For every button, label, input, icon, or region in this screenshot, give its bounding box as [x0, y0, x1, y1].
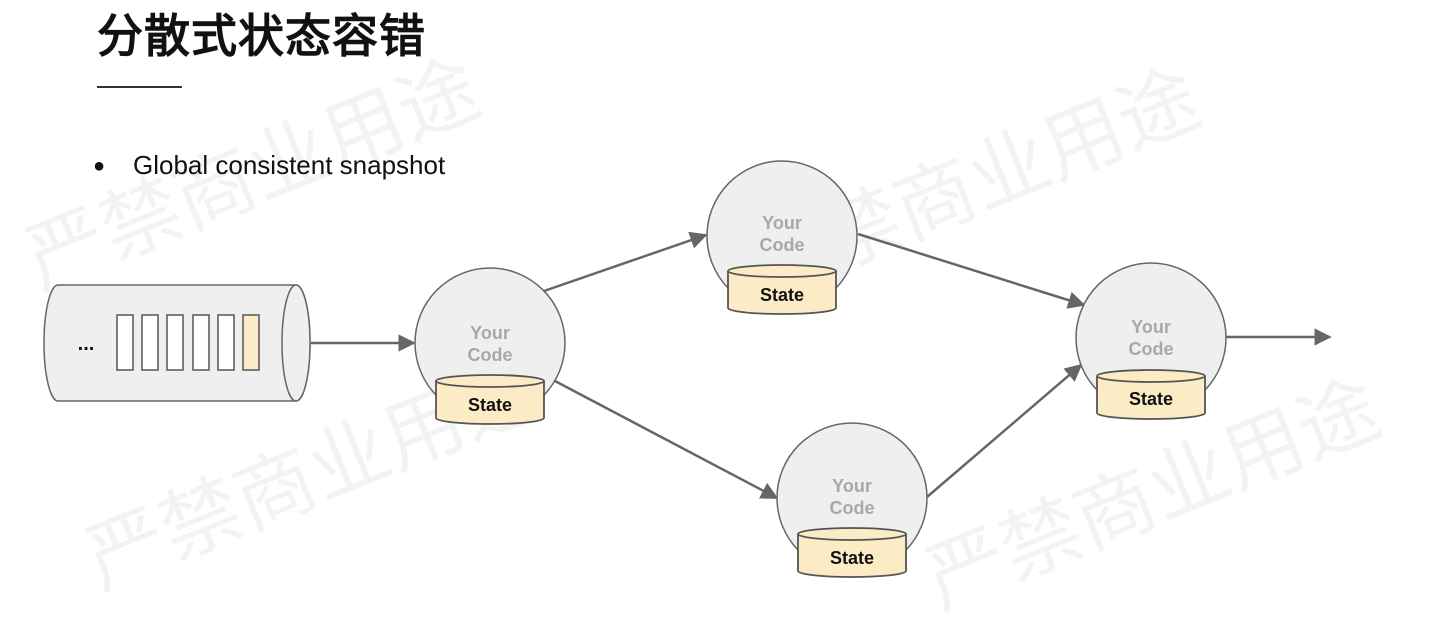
arrow-node2-to-node4: [857, 232, 1086, 309]
bullet-item: ● Global consistent snapshot: [93, 148, 445, 183]
operator-node-3: Your Code State: [776, 422, 928, 578]
node-label-line1: Your: [832, 476, 872, 496]
node-label-line2: Code: [760, 235, 805, 255]
node-label-line1: Your: [1131, 317, 1171, 337]
bullet-dot-icon: ●: [93, 155, 106, 177]
arrow-node3-to-node4: [926, 363, 1083, 498]
watermark-text: 严禁商业用途: [12, 42, 492, 308]
state-label: State: [468, 395, 512, 415]
node-label-line2: Code: [468, 345, 513, 365]
queue-slot-highlighted: [242, 314, 260, 371]
state-store: State: [797, 527, 907, 578]
queue-slot: [166, 314, 184, 371]
node-label-line1: Your: [762, 213, 802, 233]
node-label-line1: Your: [470, 323, 510, 343]
state-store: State: [727, 264, 837, 315]
operator-node-1: Your Code State: [414, 267, 566, 425]
queue-slot: [217, 314, 235, 371]
flow-arrows: [311, 231, 1332, 500]
operator-node-4: Your Code State: [1075, 262, 1227, 420]
arrow-node1-to-node3: [554, 379, 779, 500]
state-label: State: [830, 548, 874, 568]
input-queue: ...: [43, 284, 311, 402]
queue-slot: [192, 314, 210, 371]
operator-node-2: Your Code State: [706, 160, 858, 315]
bullet-text: Global consistent snapshot: [133, 150, 446, 180]
state-label: State: [1129, 389, 1173, 409]
state-label: State: [760, 285, 804, 305]
arrow-node1-to-node2: [543, 231, 708, 293]
node-label-line2: Code: [1129, 339, 1174, 359]
page-title: 分散式状态容错: [97, 9, 426, 63]
queue-slot: [116, 314, 134, 371]
queue-ellipsis: ...: [78, 333, 95, 355]
title-divider: [97, 86, 182, 88]
state-store: State: [435, 374, 545, 425]
state-store: State: [1096, 369, 1206, 420]
queue-slot: [141, 314, 159, 371]
node-label-line2: Code: [830, 498, 875, 518]
